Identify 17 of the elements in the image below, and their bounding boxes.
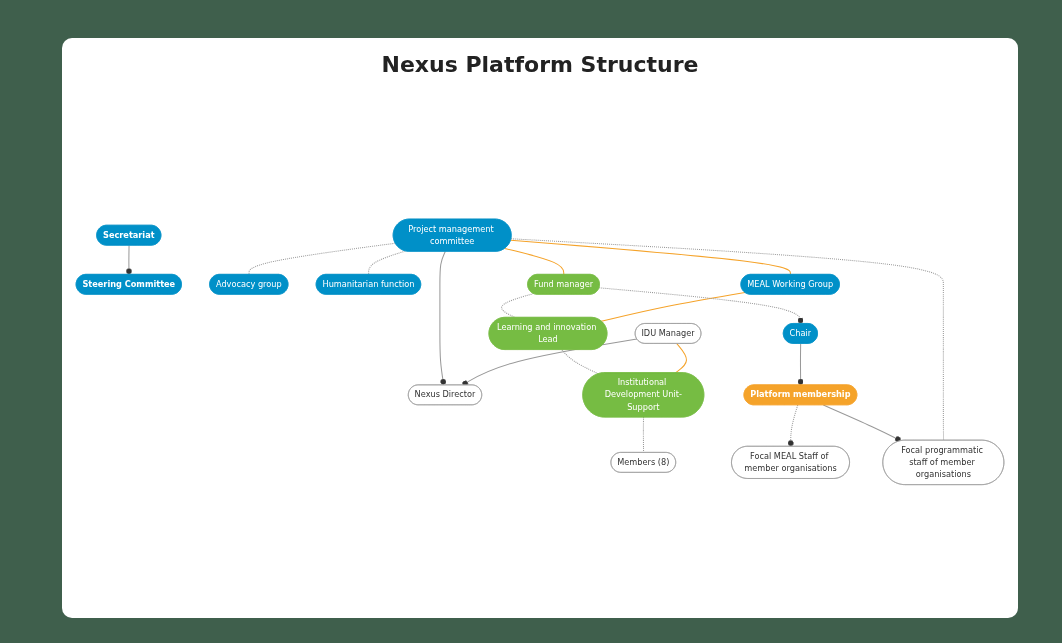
connector [248, 242, 396, 276]
connector [797, 343, 804, 386]
connector [822, 404, 902, 443]
connector [125, 245, 133, 276]
diagram-title: Nexus Platform Structure [380, 52, 700, 77]
connector [439, 251, 447, 386]
connector [787, 404, 799, 448]
connector [561, 349, 600, 375]
connector [510, 239, 791, 276]
connector [598, 287, 804, 325]
connector [501, 293, 535, 319]
connector [674, 343, 687, 374]
connector [600, 292, 746, 322]
connector [642, 417, 645, 454]
connector [504, 248, 565, 276]
connector [510, 238, 945, 441]
connector [368, 250, 406, 276]
